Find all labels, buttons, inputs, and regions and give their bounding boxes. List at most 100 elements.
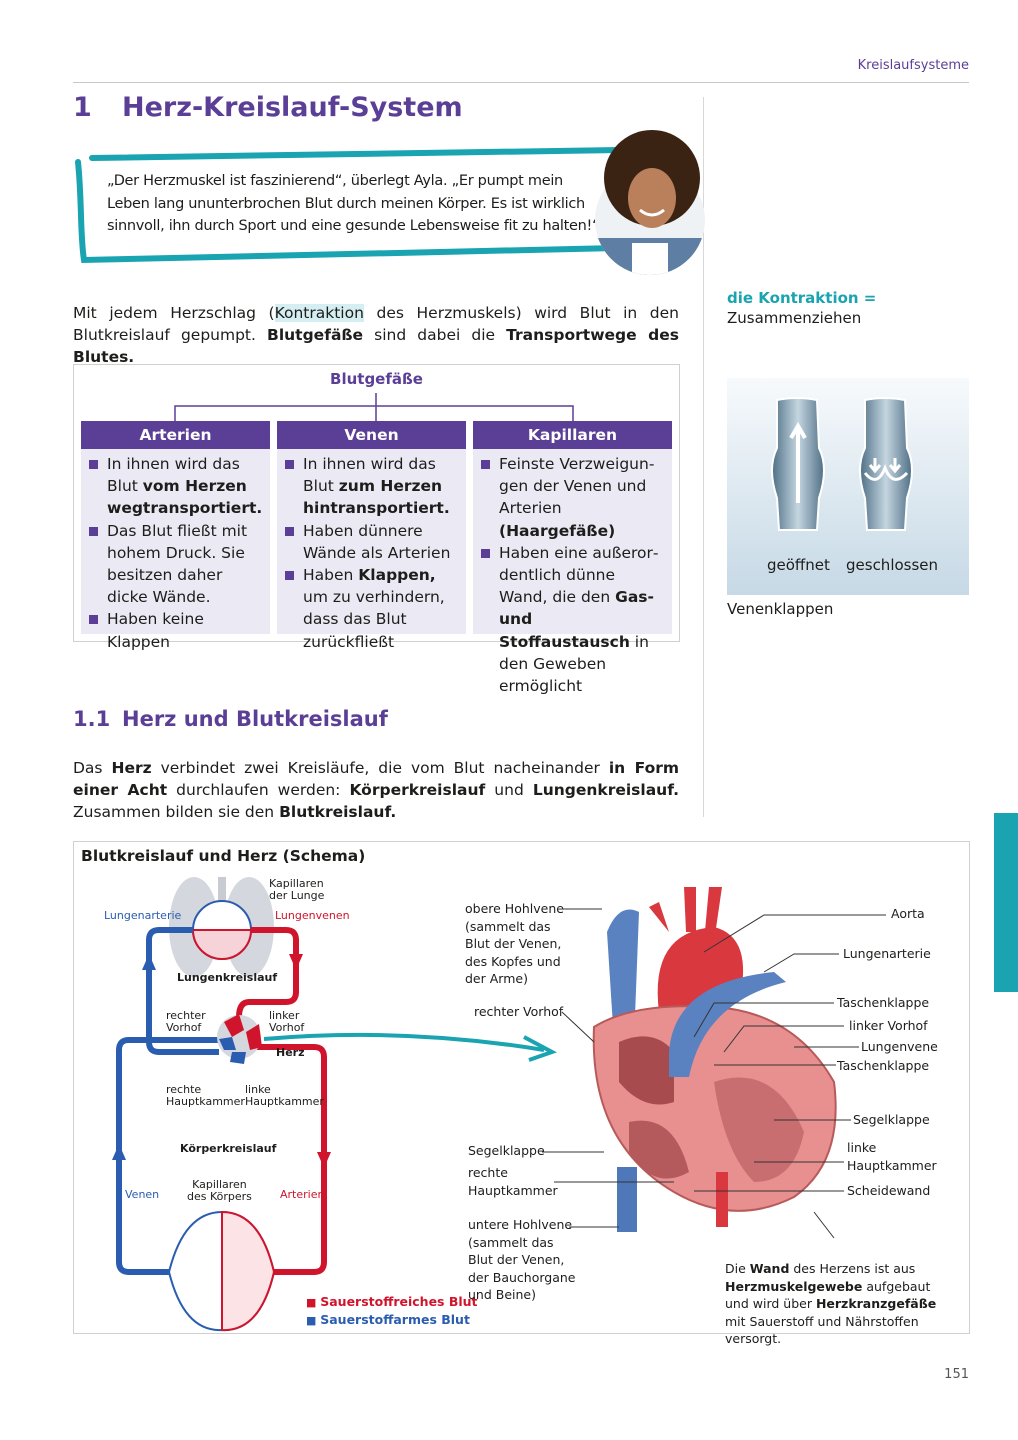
text-run: des Herzmuskels) wird Blut in den Blutkr… xyxy=(73,304,679,344)
image-caption: Venenklappen xyxy=(727,600,834,618)
column-header: Venen xyxy=(277,421,466,449)
label-systemic-circuit: Körperkreislauf xyxy=(180,1142,277,1155)
label-aorta: Aorta xyxy=(891,906,925,921)
legend-oxygen-poor: Sauerstoffarmes Blut xyxy=(306,1311,478,1329)
intro-paragraph: Mit jedem Herzschlag (Kontraktion des He… xyxy=(73,302,679,368)
bold-text: Blutkreislauf. xyxy=(279,803,397,821)
bold-text: (Haargefäße) xyxy=(499,521,616,540)
column-header: Kapillaren xyxy=(473,421,672,449)
text-run: Feinste Verzweigun­gen der Venen und Art… xyxy=(499,455,655,518)
pulmonary-veins-path xyxy=(236,927,299,1018)
label-mitral-valve: Segelklappe xyxy=(853,1112,930,1127)
column-divider xyxy=(703,97,704,817)
label-right-ventricle: rechte Hauptkammer xyxy=(166,1083,245,1108)
label-right-atrium-heart: rechter Vorhof xyxy=(474,1004,564,1019)
chapter-number: 1 xyxy=(73,92,92,123)
label-pulmonary-vein: Lungenvene xyxy=(861,1039,938,1054)
label-heart: Herz xyxy=(276,1046,305,1059)
venous-valves-illustration: geöffnet geschlossen xyxy=(727,378,969,595)
label-veins: Venen xyxy=(125,1188,160,1201)
text-run: in den Geweben ermöglicht xyxy=(499,632,649,696)
chapter-title-text: Herz-Kreislauf-System xyxy=(122,92,463,123)
label-superior-vena-cava: obere Hohlvene (sammelt das Blut der Ven… xyxy=(465,901,564,986)
glossary-term: die Kontraktion = xyxy=(727,289,877,307)
text-run: Haben keine Klappen xyxy=(107,610,204,651)
figure-legend: Sauerstoffreiches Blut Sauerstoffarmes B… xyxy=(306,1293,478,1329)
table-column-veins: Venen In ihnen wird das Blut zum Herzen … xyxy=(277,421,466,651)
text-run: Mit jedem Herzschlag ( xyxy=(73,304,275,322)
header-rule xyxy=(73,82,969,83)
text-run: um zu verhindern, dass das Blut zurückfl… xyxy=(303,588,445,651)
table-title: Blutgefäße xyxy=(330,370,423,388)
text-run: aufgebaut und wird über xyxy=(725,1278,931,1312)
blood-vessels-table: Blutgefäße Arterien In ihnen wird das Bl… xyxy=(73,364,680,695)
label-right-ventricle-heart: rechte Hauptkammer xyxy=(468,1165,558,1198)
label-inferior-vena-cava: untere Hohlvene (sammelt das Blut der Ve… xyxy=(468,1217,576,1302)
text-run: In ihnen wird das Blut xyxy=(107,455,240,496)
list-item: Haben dünnere Wän­de als Arterien xyxy=(285,520,462,564)
label-left-atrium-heart: linker Vorhof xyxy=(849,1018,928,1033)
quote-frame xyxy=(75,147,623,264)
table-bracket xyxy=(174,393,574,421)
bold-text: Herz­muskelgewebe xyxy=(725,1278,863,1294)
list-item: Haben eine außeror­dentlich dünne Wand, … xyxy=(481,542,668,697)
chapter-tab xyxy=(994,813,1018,992)
bold-text: Herzkranzgefäße xyxy=(815,1296,937,1311)
text-run: In ihnen wird das Blut xyxy=(303,455,436,496)
bold-text: Gas- und Stoffaustausch xyxy=(499,588,654,651)
circulation-figure: Blutkreislauf und Herz (Schema) Kapi xyxy=(73,841,970,1346)
glossary-definition: Zusammen­ziehen xyxy=(727,309,862,327)
label-pulmonary-circuit: Lungenkreislauf xyxy=(177,971,278,984)
list-item: Das Blut fließt mit hohem Druck. Sie bes… xyxy=(89,520,266,609)
list-item: Haben Klappen, um zu verhindern, dass da… xyxy=(285,564,462,653)
text-run: Zusammen bilden sie den xyxy=(73,803,280,821)
text-run: und xyxy=(485,781,533,799)
heart-anatomy xyxy=(592,887,837,1232)
list-item: In ihnen wird das Blut zum Herzen hin­tr… xyxy=(285,453,462,520)
label-semilunar-valve-2: Taschenklappe xyxy=(837,1058,930,1073)
highlighted-term: Kontraktion xyxy=(274,304,364,322)
text-run: mit Sauerstoff und Nährstoffen versorgt. xyxy=(725,1313,919,1347)
text-run: Die xyxy=(725,1261,750,1276)
glossary-note: die Kontraktion = Zusammen­ziehen xyxy=(727,288,967,328)
label-pulmonary-artery: Lungenarterie xyxy=(104,909,182,922)
bold-text: Herz xyxy=(111,759,152,777)
pulmonary-artery-path xyxy=(146,927,219,1055)
text-run: verbindet zwei Kreisläufe, die vom Blut … xyxy=(151,759,609,777)
label-left-atrium: linker Vorhof xyxy=(269,1009,305,1034)
heart-wall-note: Die Wand des Herzens ist aus Herz­muskel… xyxy=(725,1260,950,1348)
bold-text: Blutgefäße xyxy=(267,326,364,344)
page-number: 151 xyxy=(944,1367,969,1382)
text-run: durchlaufen werden: xyxy=(167,781,350,799)
table-column-arteries: Arterien In ihnen wird das Blut vom Herz… xyxy=(81,421,270,651)
section-title: Herz und Blutkreislauf xyxy=(122,707,388,731)
label-semilunar-valve-1: Taschenklappe xyxy=(837,995,930,1010)
label-lung-capillaries: Kapillaren der Lunge xyxy=(269,877,325,902)
list-item: In ihnen wird das Blut vom Herzen wegtra… xyxy=(89,453,266,520)
label-left-ventricle: linke Hauptkammer xyxy=(245,1083,324,1108)
avatar-photo xyxy=(595,130,705,275)
text-run: Das xyxy=(73,759,112,777)
quote-text: „Der Herzmuskel ist faszinierend“, überl… xyxy=(107,173,600,234)
label-arteries: Arterien xyxy=(280,1188,325,1201)
text-run: Das Blut fließt mit hohem Druck. Sie bes… xyxy=(107,521,248,607)
bold-text: Lungenkreislauf. xyxy=(532,781,679,799)
bold-text: Klappen, xyxy=(358,566,436,585)
label-septum: Scheidewand xyxy=(847,1183,931,1198)
label-body-capillaries: Kapillaren des Körpers xyxy=(187,1178,252,1203)
text-run: des Herzens ist aus xyxy=(789,1261,916,1276)
bold-text: Transportwege des Blutes. xyxy=(73,326,680,366)
label-pulmonary-veins: Lungenvenen xyxy=(275,909,350,922)
running-header: Kreislaufsysteme xyxy=(857,58,969,73)
bold-text: vom Herzen wegtransportiert. xyxy=(107,477,263,518)
circulation-diagram xyxy=(112,877,886,1332)
label-pulmonary-artery-heart: Lungenarterie xyxy=(843,946,931,961)
text-run: Haben eine außeror­dentlich dünne Wand, … xyxy=(499,543,659,607)
bold-text: zum Herzen hin­transportiert. xyxy=(303,477,450,518)
table-column-capillaries: Kapillaren Feinste Verzweigun­gen der Ve… xyxy=(473,421,672,695)
label-tricuspid-valve: Segelklappe xyxy=(468,1143,545,1158)
label-left-ventricle-heart: linke Hauptkammer xyxy=(847,1140,937,1173)
valve-open-label: geöffnet xyxy=(767,556,830,574)
column-header: Arterien xyxy=(81,421,270,449)
